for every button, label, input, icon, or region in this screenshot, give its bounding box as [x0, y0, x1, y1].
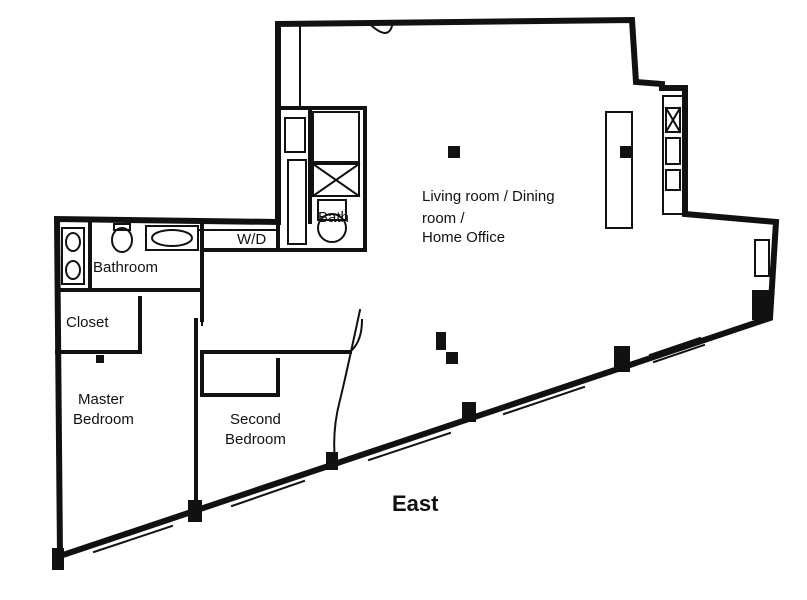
- thin-walls: [61, 24, 770, 462]
- living-room-label-line1: Living room / Dining: [422, 188, 555, 205]
- bathroom-label: Bathroom: [93, 259, 159, 276]
- columns: [52, 146, 770, 570]
- living-room-label-line3: Home Office: [422, 229, 506, 246]
- exterior-walls: [53, 16, 780, 561]
- windows: [88, 336, 706, 554]
- closet-label: Closet: [66, 314, 109, 331]
- bath-label: Bath: [318, 209, 349, 226]
- second-bedroom-label-line2: Bedroom: [225, 431, 286, 448]
- wd-label: W/D: [237, 231, 267, 248]
- master-bedroom-label-line2: Bedroom: [73, 411, 134, 428]
- second-bedroom-label-line1: Second: [230, 411, 281, 428]
- master-bedroom-label-line1: Master: [78, 391, 124, 408]
- interior-walls: [55, 106, 367, 507]
- living-room-label-line2: room /: [422, 210, 465, 227]
- orientation-label: East: [392, 491, 439, 516]
